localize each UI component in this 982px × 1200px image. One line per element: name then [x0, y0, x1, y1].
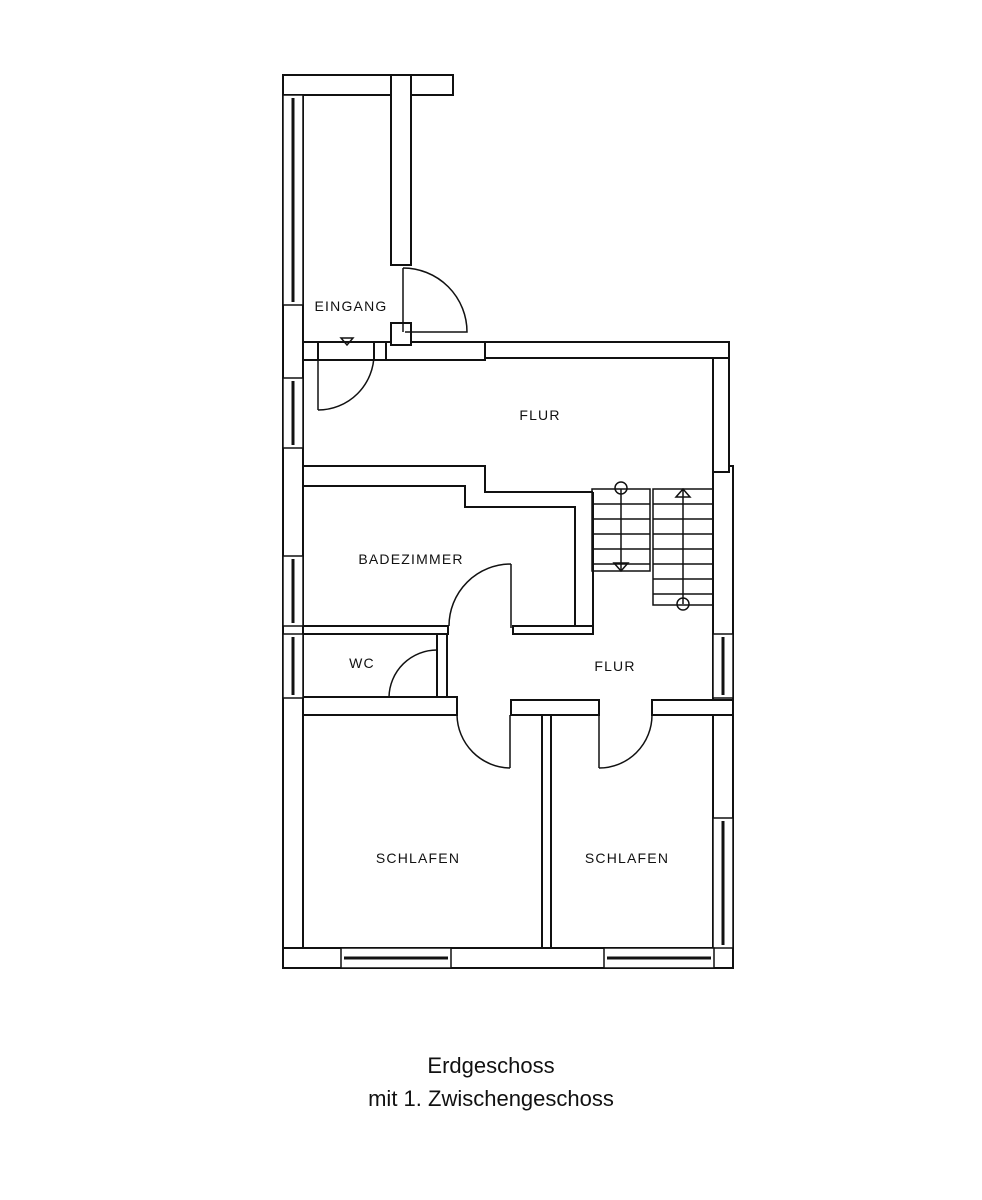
windows [282, 94, 734, 969]
room-label-wc: WC [349, 655, 375, 671]
caption-line-2: mit 1. Zwischengeschoss [368, 1086, 614, 1111]
doors [302, 267, 653, 769]
room-label-eingang: EINGANG [315, 298, 388, 314]
room-label-schlafen-right: SCHLAFEN [585, 850, 669, 866]
room-label-schlafen-left: SCHLAFEN [376, 850, 460, 866]
staircase [591, 481, 714, 611]
interior-walls [302, 322, 734, 949]
caption-line-1: Erdgeschoss [427, 1053, 555, 1078]
room-label-flur-upper: FLUR [519, 407, 560, 423]
room-label-flur-lower: FLUR [594, 658, 635, 674]
room-label-badezimmer: BADEZIMMER [358, 551, 463, 567]
entrance-marker-icon [339, 337, 355, 347]
outer-walls [282, 74, 734, 969]
